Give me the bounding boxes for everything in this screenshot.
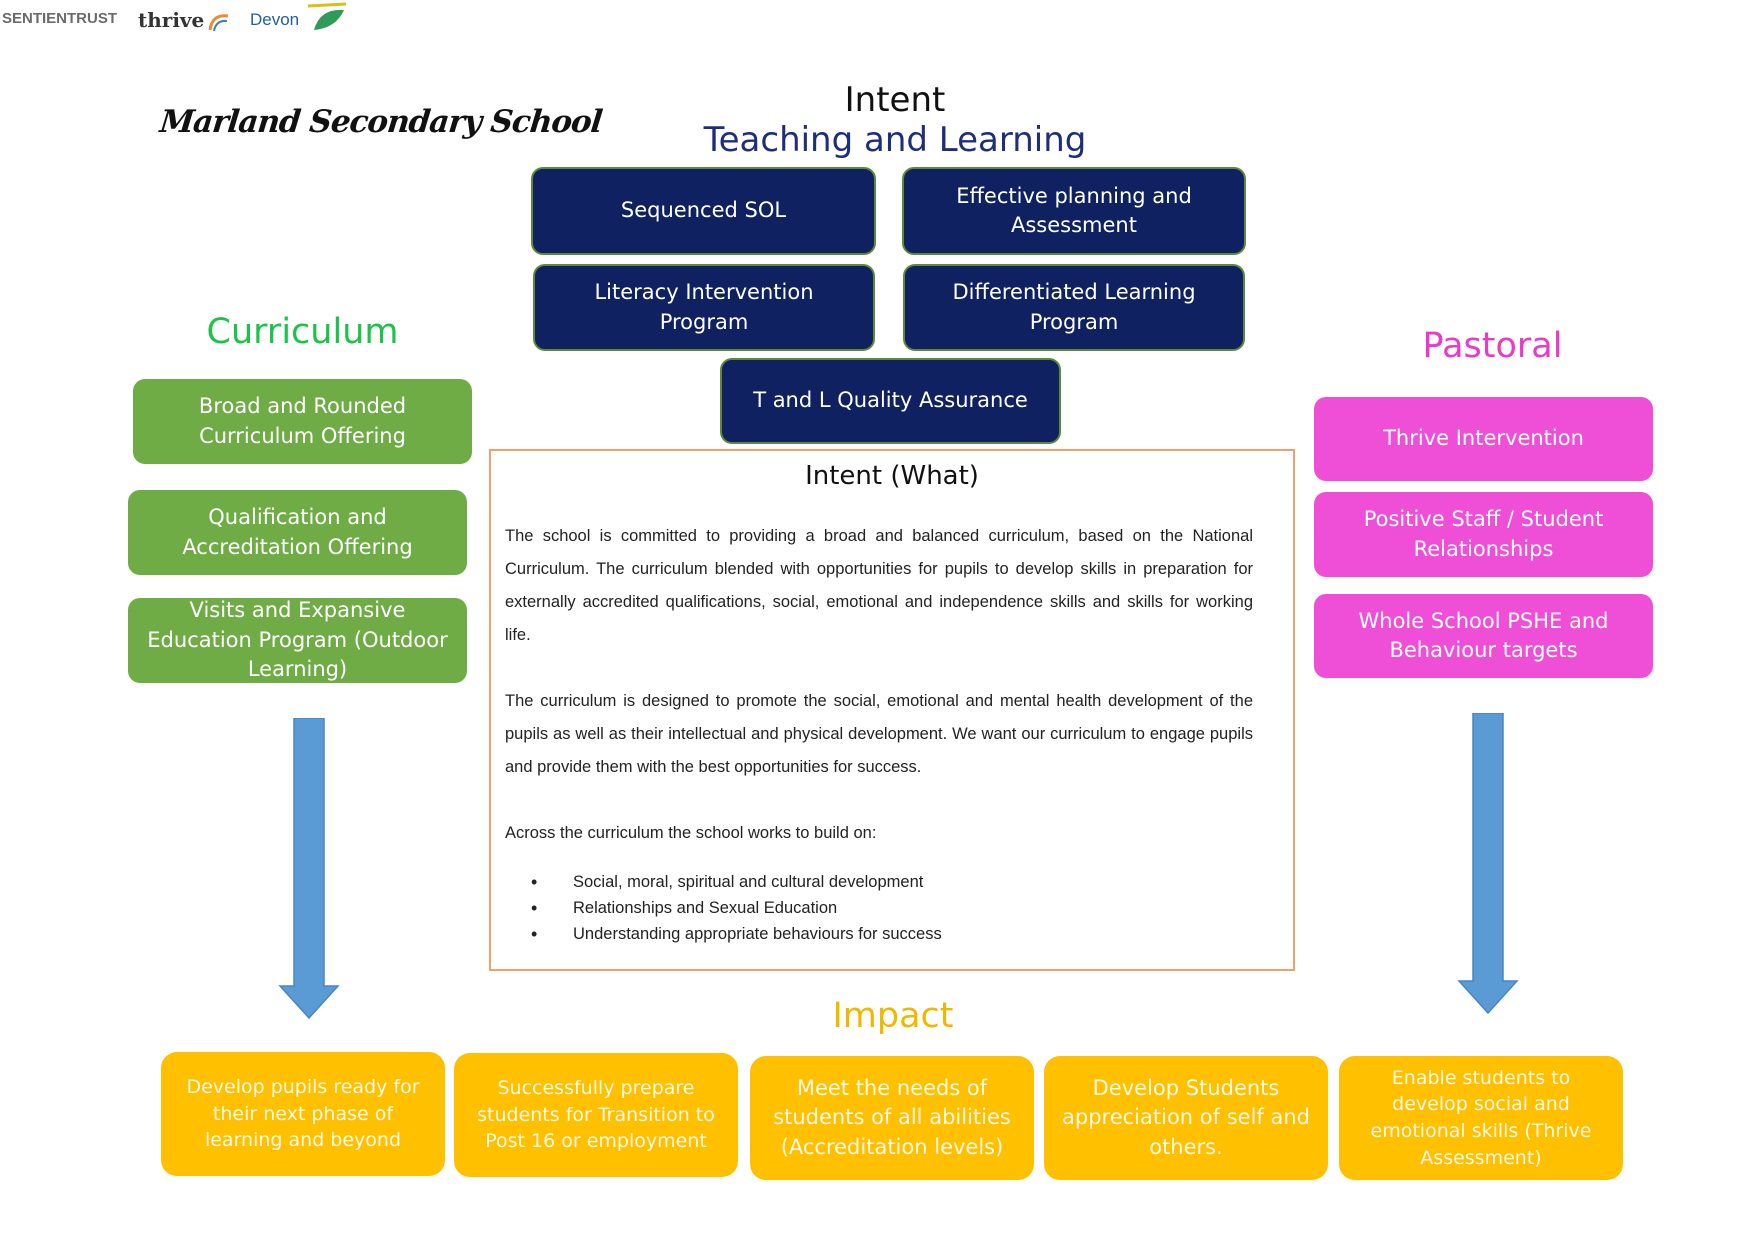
curriculum-box-visits: Visits and Expansive Education Program (…: [128, 598, 467, 683]
intent-bullet: Relationships and Sexual Education: [531, 895, 942, 921]
impact-title: Impact: [832, 996, 954, 1036]
pastoral-box-thrive: Thrive Intervention: [1314, 397, 1653, 481]
devon-logo: Devon: [250, 10, 300, 29]
intent-paragraph-2: The curriculum is designed to promote th…: [505, 692, 1253, 776]
teaching-learning-title: Teaching and Learning: [703, 120, 1087, 160]
impact-box-appreciation: Develop Students appreciation of self an…: [1044, 1056, 1328, 1180]
thrive-logo: thrive: [138, 8, 205, 32]
teaching-box-sequenced-sol: Sequenced SOL: [531, 167, 876, 255]
pastoral-down-arrow: [1457, 713, 1519, 1015]
teaching-box-planning-assessment: Effective planning and Assessment: [902, 167, 1246, 255]
intent-what-title: Intent (What): [805, 461, 979, 491]
teaching-box-differentiated: Differentiated Learning Program: [903, 264, 1245, 351]
curriculum-title: Curriculum: [206, 312, 399, 352]
impact-box-social-emotional: Enable students to develop social and em…: [1339, 1056, 1623, 1180]
teaching-box-quality-assurance: T and L Quality Assurance: [720, 358, 1061, 444]
sentient-trust-logo: SENTIENTRUST: [2, 10, 118, 27]
thrive-swirl-icon: [208, 14, 229, 32]
devon-leaf-icon: [307, 2, 347, 30]
impact-box-next-phase: Develop pupils ready for their next phas…: [161, 1052, 445, 1176]
curriculum-box-qualification: Qualification and Accreditation Offering: [128, 490, 467, 575]
curriculum-box-broad: Broad and Rounded Curriculum Offering: [133, 379, 472, 464]
intent-paragraph-3: Across the curriculum the school works t…: [505, 824, 877, 842]
intent-paragraph-1: The school is committed to providing a b…: [505, 527, 1253, 644]
pastoral-box-relationships: Positive Staff / Student Relationships: [1314, 492, 1653, 577]
intent-bullet: Understanding appropriate behaviours for…: [531, 921, 942, 947]
curriculum-down-arrow: [278, 718, 340, 1020]
intent-bullet: Social, moral, spiritual and cultural de…: [531, 869, 942, 895]
impact-box-transition: Successfully prepare students for Transi…: [454, 1053, 738, 1177]
school-name: Marland Secondary School: [158, 104, 604, 140]
intent-bullet-list: Social, moral, spiritual and cultural de…: [531, 869, 942, 947]
pastoral-title: Pastoral: [1422, 326, 1563, 366]
impact-box-abilities: Meet the needs of students of all abilit…: [750, 1056, 1034, 1180]
pastoral-box-pshe: Whole School PSHE and Behaviour targets: [1314, 594, 1653, 678]
intent-title: Intent: [844, 80, 946, 120]
intent-what-panel: Intent (What) The school is committed to…: [489, 449, 1295, 971]
partner-logos: SENTIENTRUST thrive Devon: [0, 0, 360, 100]
teaching-box-literacy: Literacy Intervention Program: [533, 264, 875, 351]
